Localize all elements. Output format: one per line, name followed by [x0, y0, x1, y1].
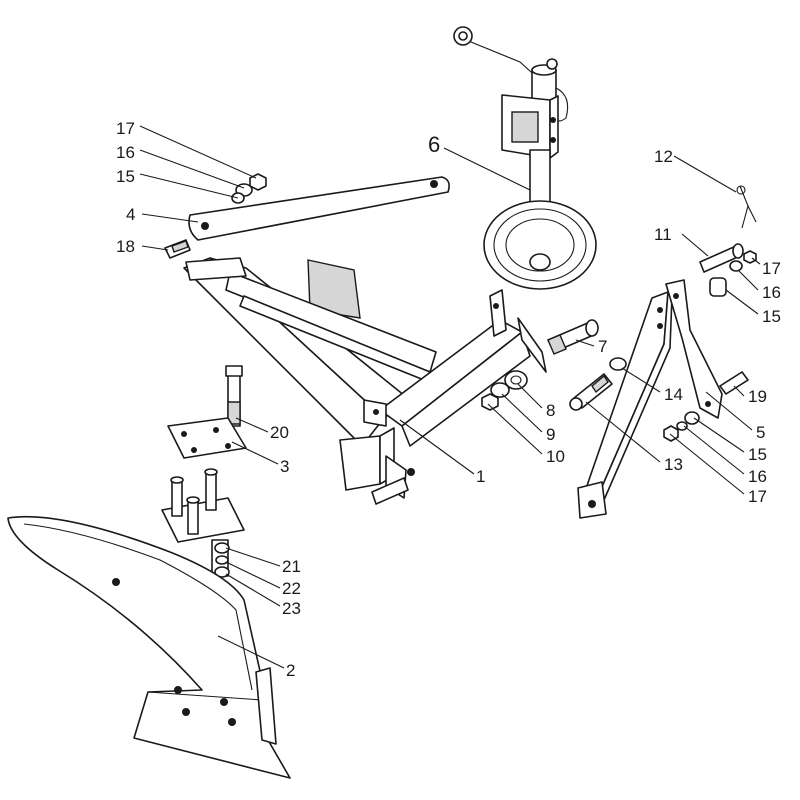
bolt-part-20 [225, 365, 243, 427]
callout-labels: 17 16 15 4 18 6 12 11 17 16 15 7 8 9 10 … [116, 119, 781, 680]
pin-part-7 [547, 319, 599, 355]
callout-23: 23 [282, 599, 301, 618]
callout-8: 8 [546, 401, 555, 420]
callout-11: 11 [654, 225, 672, 244]
washer-stack-21-22-23 [214, 542, 230, 578]
callout-16-top: 16 [116, 143, 135, 162]
callout-10: 10 [546, 447, 565, 466]
nut-washer-stack-top [231, 173, 267, 204]
callout-22: 22 [282, 579, 301, 598]
callout-20: 20 [270, 423, 289, 442]
callout-15-right-upper: 15 [762, 307, 781, 326]
callout-1: 1 [476, 467, 485, 486]
callout-17-right-lower: 17 [748, 487, 767, 506]
callout-4: 4 [126, 205, 135, 224]
bolt-part-13 [569, 373, 613, 411]
callout-14: 14 [664, 385, 683, 404]
nut-washer-stack-right-upper [709, 250, 757, 297]
main-frame-part-1 [183, 257, 547, 505]
bolt-part-19 [719, 371, 749, 395]
jack-stand-part-6 [453, 26, 597, 290]
clip-pin-part-11-12 [699, 185, 757, 273]
callout-18: 18 [116, 237, 135, 256]
bolt-part-18 [164, 239, 191, 259]
mouldboard-part-2 [7, 515, 291, 779]
brace-bar-part-4 [188, 176, 450, 241]
callout-6: 6 [428, 132, 440, 157]
callout-17-top: 17 [116, 119, 135, 138]
callout-17-right-upper: 17 [762, 259, 781, 278]
nut-washer-stack-right-lower [663, 411, 700, 442]
callout-19: 19 [748, 387, 767, 406]
callout-12: 12 [654, 147, 673, 166]
leader-lines [139, 125, 761, 669]
callout-5: 5 [756, 423, 765, 442]
callout-13: 13 [664, 455, 683, 474]
side-strap-short [665, 279, 723, 419]
callout-2: 2 [286, 661, 295, 680]
sleeve-part-14 [609, 357, 627, 371]
callout-16-right-upper: 16 [762, 283, 781, 302]
callout-16-right-lower: 16 [748, 467, 767, 486]
callout-21: 21 [282, 557, 301, 576]
callout-7: 7 [598, 337, 607, 356]
clamp-plate-part-3 [167, 417, 247, 459]
callout-15-right-lower: 15 [748, 445, 767, 464]
callout-15-top: 15 [116, 167, 135, 186]
callout-9: 9 [546, 425, 555, 444]
side-strap-part-5 [577, 291, 673, 519]
washer-stack-8-9-10 [481, 370, 528, 411]
callout-3: 3 [280, 457, 289, 476]
